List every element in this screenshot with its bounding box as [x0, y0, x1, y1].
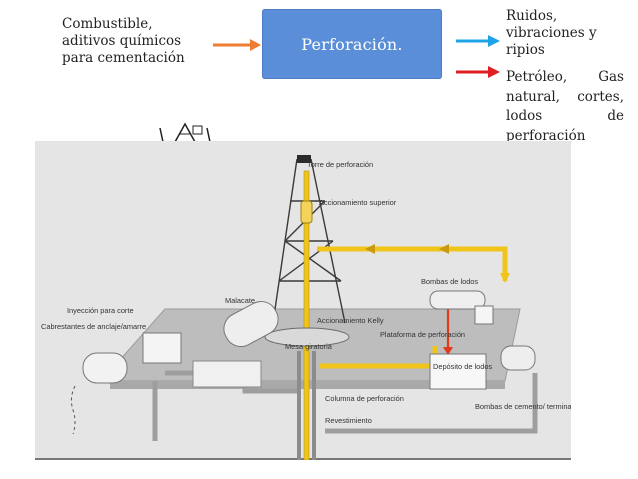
label-malacate: Malacate: [225, 296, 255, 305]
cement-pumps: [500, 345, 536, 371]
input-arrow: [213, 39, 261, 51]
mud-tank: [429, 353, 487, 390]
label-revestimiento: Revestimiento: [325, 416, 372, 425]
label-torre: Torre de perforación: [307, 160, 373, 169]
rotary-table: [264, 327, 350, 347]
process-label: Perforación.: [301, 34, 403, 54]
noise-output-text: Ruidos, vibraciones y ripios: [506, 8, 597, 58]
drilling-rig-diagram: Torre de perforación Accionamiento super…: [35, 141, 571, 460]
mud-pumps: [429, 290, 494, 325]
drill-string: [303, 170, 310, 460]
process-box: Perforación.: [262, 9, 442, 79]
label-columna: Columna de perforación: [325, 394, 404, 403]
noise-arrow: [456, 35, 500, 47]
inputs-text: Combustible, aditivos químicos para ceme…: [62, 16, 185, 66]
label-plataforma: Plataforma de perforación: [380, 330, 465, 339]
label-bombas-cemento: Bombas de cemento/ terminación: [475, 402, 571, 411]
product-arrow: [456, 66, 500, 78]
label-mesa: Mesa giratoria: [285, 342, 333, 351]
label-accionamiento-superior: Accionamiento superior: [319, 198, 397, 207]
label-bombas-lodos: Bombas de lodos: [421, 277, 478, 286]
label-inyeccion: Inyección para corte: [67, 306, 134, 315]
cut-injection-unit: [142, 332, 182, 364]
anchor-winch: [70, 352, 128, 435]
label-cabrestantes: Cabrestantes de anclaje/amarre: [41, 322, 146, 331]
label-accionamiento-kelly: Accionamiento Kelly: [317, 316, 384, 325]
drawworks: [223, 300, 279, 348]
label-deposito: Depósito de lodos: [433, 362, 492, 371]
products-output-text: Petróleo, Gas natural, cortes, lodos de …: [506, 69, 624, 144]
